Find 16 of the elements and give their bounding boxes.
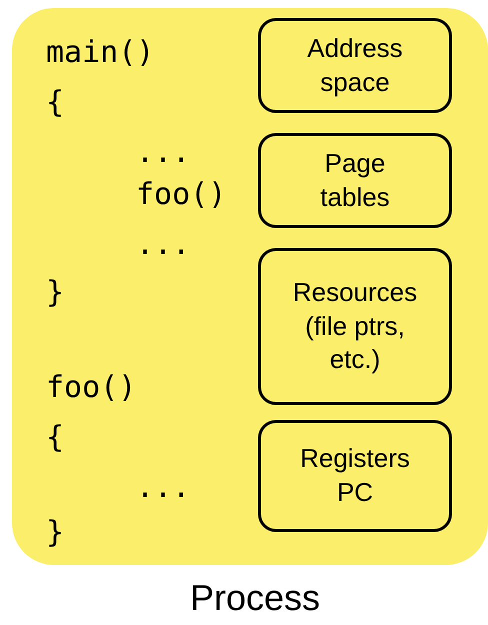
code-line: } [46,278,64,308]
code-line: main() [46,38,154,68]
code-line: foo() [46,373,136,403]
process-panel [12,8,488,565]
code-line: } [46,518,64,548]
component-box: Resources (file ptrs, etc.) [258,248,452,405]
code-line: ... [136,473,190,503]
code-line: { [46,423,64,453]
code-line: { [46,88,64,118]
component-box: Page tables [258,133,452,228]
code-line: ... [136,138,190,168]
code-line: ... [136,230,190,260]
caption: Process [188,578,322,618]
code-line: foo() [136,180,226,210]
component-box: Registers PC [258,420,452,532]
component-box: Address space [258,18,452,113]
